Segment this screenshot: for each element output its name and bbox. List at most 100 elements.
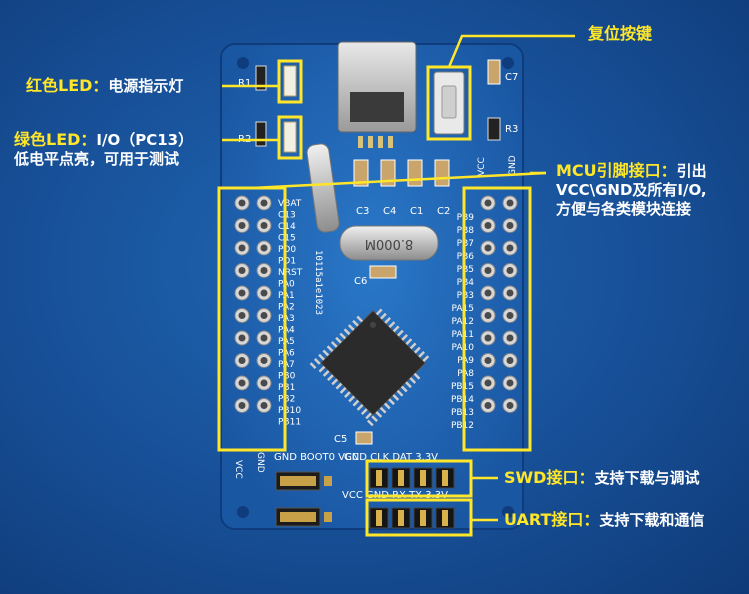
top-right-vcc-label: VCC (477, 157, 487, 176)
chip-pin (326, 345, 334, 353)
right-header-pin-hole (484, 199, 492, 207)
left-pin-label: PB2 (278, 395, 295, 405)
right-pin-label: PB13 (451, 408, 474, 418)
right-header-pin-hole (506, 402, 514, 409)
usb-pin (368, 136, 373, 148)
right-header-pin-hole (506, 357, 514, 364)
callout-green-led-desc: I/O（PC13） (96, 131, 194, 149)
left-pin-label: PB0 (278, 372, 296, 382)
resistor-r2 (255, 121, 267, 147)
chip-pin (330, 341, 338, 348)
left-header-pin-hole (238, 357, 246, 364)
left-gnd-label: GND (255, 452, 265, 473)
jumper-pin (324, 476, 332, 486)
chip-pin (347, 324, 355, 331)
label-c6: C6 (354, 276, 367, 287)
left-pin-header (234, 195, 272, 413)
chip-pin (327, 374, 334, 382)
callout-swd: SWD接口：支持下载与调试 (504, 468, 699, 488)
right-header-pin-hole (506, 312, 514, 319)
callout-red-led: 红色LED：电源指示灯 (26, 76, 183, 96)
chip-pin (356, 404, 364, 411)
label-c2: C2 (437, 206, 450, 217)
callout-uart: UART接口：支持下载和通信 (504, 510, 704, 530)
callout-green-led-title: 绿色LED： (14, 130, 97, 149)
right-header-pin-hole (484, 379, 492, 387)
callout-uart-title: UART接口： (504, 510, 600, 529)
callout-mcu-pins: MCU引脚接口：引出 VCC\GND及所有I/O, 方便与各类模块连接 (556, 161, 707, 219)
left-pin-label: PD1 (278, 257, 296, 267)
jumper-cap-contact (280, 476, 316, 486)
chip-pin (343, 328, 351, 336)
usb-port-opening (350, 92, 404, 122)
left-header-pin-hole (260, 199, 268, 207)
left-header-pin-hole (238, 222, 246, 229)
left-header-pin-hole (260, 402, 268, 409)
right-pin-header (480, 195, 518, 413)
right-header-pin-hole (484, 402, 492, 409)
callout-red-led-title: 红色LED： (26, 76, 109, 95)
chip-pin (371, 415, 378, 423)
right-header-pin-hole (484, 312, 492, 319)
left-pin-label: NRST (278, 268, 303, 278)
chip-pin (365, 412, 372, 420)
right-header-pin-hole (484, 267, 492, 274)
chip-pin (360, 408, 368, 415)
capacitor-c1 (407, 159, 423, 187)
header-pin (420, 510, 426, 526)
mount-hole (502, 506, 514, 518)
mount-hole (237, 506, 249, 518)
right-header-pin-hole (506, 289, 514, 297)
left-header-pin-hole (260, 312, 268, 319)
left-pin-label: PD0 (278, 245, 296, 255)
label-r1: R1 (238, 78, 251, 89)
red-led-component (283, 65, 297, 97)
chip-pin (392, 325, 400, 333)
left-pin-label: PA4 (278, 326, 295, 336)
leader-mcu-pins-2 (251, 171, 547, 190)
callout-reset: 复位按键 (588, 24, 652, 44)
usb-pin (358, 136, 363, 148)
left-header-pin-hole (260, 289, 268, 297)
chip-pin (339, 387, 347, 394)
chip-pin (409, 342, 417, 350)
chip-pin (418, 350, 425, 358)
left-header-pin-hole (260, 334, 268, 342)
chip-pin (392, 394, 400, 401)
chip-pin (396, 389, 404, 397)
callout-red-led-desc: 电源指示灯 (108, 77, 184, 95)
boot-label: GND BOOT0 VCC (274, 452, 359, 463)
callout-swd-title: SWD接口： (504, 468, 595, 487)
chip-pin (318, 365, 326, 373)
label-c1: C1 (410, 206, 423, 217)
capacitor-c7 (487, 59, 501, 85)
left-pin-label: C13 (278, 211, 296, 221)
chip-pin (405, 381, 412, 389)
left-vcc-label: VCC (233, 460, 243, 479)
chip-pin (375, 411, 383, 418)
mount-hole (502, 57, 514, 69)
uart-header-pins (369, 507, 455, 529)
left-header-pin-hole (260, 222, 268, 229)
chip-pin (313, 358, 321, 365)
right-pin-label: PA9 (457, 356, 474, 366)
resistor-r1 (255, 65, 267, 91)
reset-button-cap (441, 85, 457, 119)
callout-uart-desc: 支持下载和通信 (599, 511, 705, 529)
header-pin (376, 470, 382, 486)
left-header-pin-hole (238, 244, 246, 252)
callout-swd-desc: 支持下载与调试 (594, 469, 700, 487)
label-r3: R3 (505, 124, 518, 135)
chip-pin (422, 355, 430, 362)
usb-pin (388, 136, 393, 148)
right-header-pin-hole (506, 222, 514, 229)
top-right-gnd-label: GND (508, 155, 518, 176)
right-header-pin-hole (506, 244, 514, 252)
right-header-pin-hole (506, 379, 514, 387)
resistor-r3 (487, 117, 501, 141)
crystal-marking: 8.000M (365, 236, 413, 251)
chip-pin (366, 419, 374, 427)
chip-pin (409, 377, 417, 384)
chip-pin (322, 370, 330, 377)
label-c3: C3 (356, 206, 369, 217)
